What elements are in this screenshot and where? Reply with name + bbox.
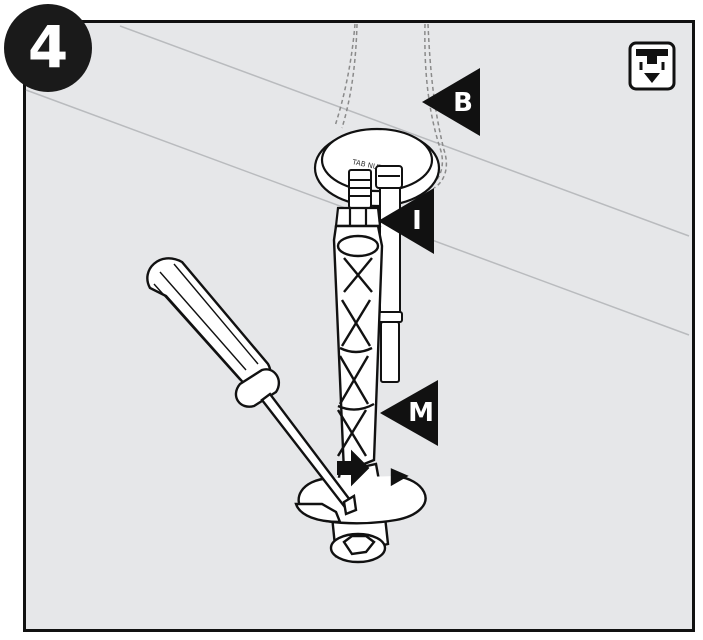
- rotation-arrow: [294, 468, 427, 525]
- hex-nut-upper: [334, 206, 382, 228]
- step-badge: 4: [4, 4, 92, 92]
- screwdriver: [146, 257, 358, 516]
- threaded-shank: [348, 169, 372, 209]
- under-sink-view-icon: [628, 41, 676, 91]
- step-number: 4: [27, 13, 69, 81]
- callout-i: I: [378, 188, 434, 254]
- mounting-tool: [332, 224, 384, 474]
- callout-b-label: B: [453, 88, 473, 118]
- callout-m: M: [380, 380, 438, 446]
- callout-m-label: M: [408, 398, 434, 428]
- callout-i-label: I: [412, 206, 422, 236]
- callout-b: B: [422, 68, 480, 136]
- faucet-body-outline: [334, 23, 448, 189]
- push-arrow: [337, 449, 370, 487]
